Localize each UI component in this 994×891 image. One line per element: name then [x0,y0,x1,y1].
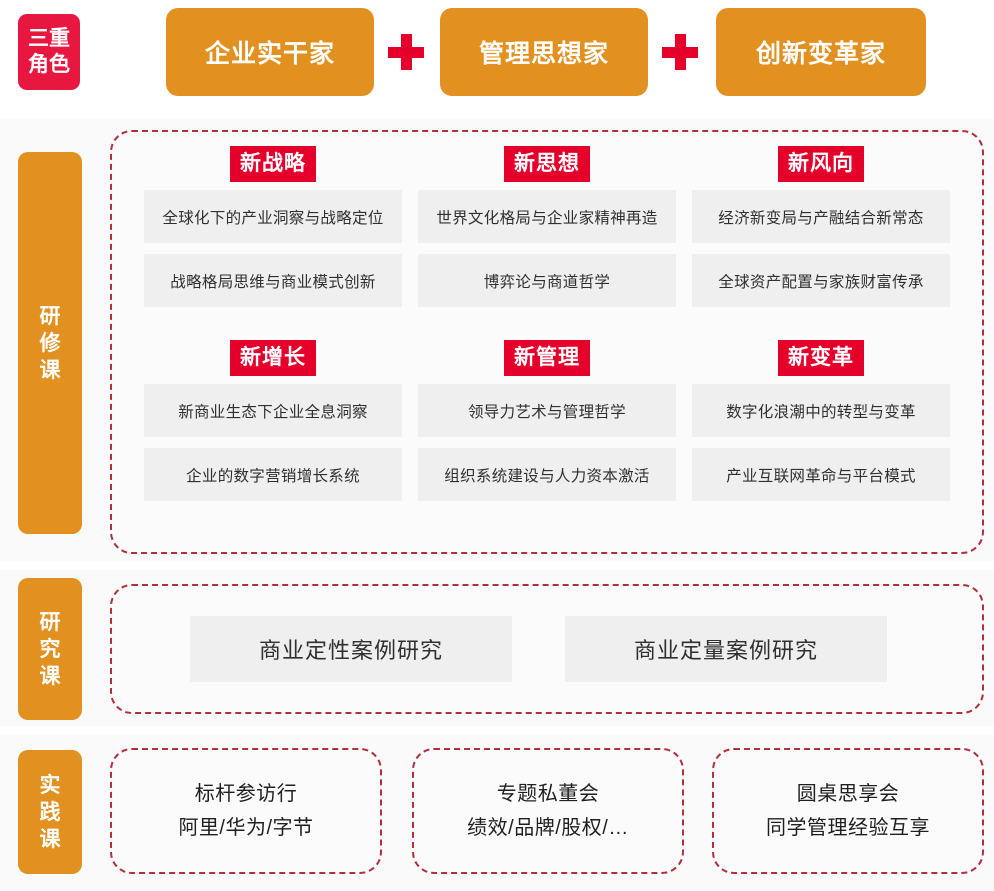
section-tab-research-courses[interactable]: 研 究 课 [18,578,82,720]
course-group-new-trend: 新风向 经济新变局与产融结合新常态 全球资产配置与家族财富传承 [692,146,950,318]
course-cell[interactable]: 博弈论与商道哲学 [418,254,676,307]
practice-card-roundtable[interactable]: 圆桌思享会 同学管理经验互享 [712,748,984,874]
section-practice-courses: 实 践 课 标杆参访行 阿里/华为/字节 专题私董会 绩效/品牌/股权/… 圆桌… [0,734,994,891]
section-tab-char-3: 课 [39,827,61,851]
practice-card-subtitle: 同学管理经验互享 [766,817,930,839]
course-group-tag-wrap: 新管理 [418,340,676,376]
course-cell[interactable]: 新商业生态下企业全息洞察 [144,384,402,437]
course-group-tag: 新变革 [778,340,864,376]
course-group-tag-wrap: 新思想 [418,146,676,182]
section-research-courses: 研 究 课 商业定性案例研究 商业定量案例研究 [0,570,994,726]
practice-card-title: 标杆参访行 [194,783,298,805]
course-cell[interactable]: 数字化浪潮中的转型与变革 [692,384,950,437]
course-group-new-management: 新管理 领导力艺术与管理哲学 组织系统建设与人力资本激活 [418,340,676,512]
course-group-tag-wrap: 新变革 [692,340,950,376]
role-box-entrepreneur-doer[interactable]: 企业实干家 [166,8,374,96]
practice-card-title: 专题私董会 [496,783,600,805]
section-tab-char-1: 研 [39,610,61,634]
course-cell[interactable]: 全球资产配置与家族财富传承 [692,254,950,307]
plus-icon [662,34,698,70]
triple-role-badge-line-2: 角色 [28,53,70,76]
research-courses-row: 商业定性案例研究 商业定量案例研究 [110,616,984,682]
course-cell[interactable]: 全球化下的产业洞察与战略定位 [144,190,402,243]
course-group-tag: 新风向 [778,146,864,182]
course-cell[interactable]: 领导力艺术与管理哲学 [418,384,676,437]
course-group-tag-wrap: 新风向 [692,146,950,182]
practice-card-title: 圆桌思享会 [796,783,900,805]
section-tab-char-2: 践 [39,800,61,824]
section-tab-char-2: 究 [39,637,61,661]
course-cell[interactable]: 经济新变局与产融结合新常态 [692,190,950,243]
research-cell-qualitative[interactable]: 商业定性案例研究 [190,616,512,682]
section-tab-study-courses[interactable]: 研 修 课 [18,152,82,534]
triple-role-badge-line-1: 三重 [28,27,70,50]
role-box-management-thinker[interactable]: 管理思想家 [440,8,648,96]
section-tab-char-3: 课 [39,664,61,688]
course-group-new-strategy: 新战略 全球化下的产业洞察与战略定位 战略格局思维与商业模式创新 [144,146,402,318]
course-cell[interactable]: 战略格局思维与商业模式创新 [144,254,402,307]
section-tab-char-1: 实 [39,773,61,797]
course-cell[interactable]: 产业互联网革命与平台模式 [692,448,950,501]
course-group-new-reform: 新变革 数字化浪潮中的转型与变革 产业互联网革命与平台模式 [692,340,950,512]
section-tab-char-2: 修 [39,331,61,355]
course-group-tag: 新战略 [230,146,316,182]
course-cell[interactable]: 组织系统建设与人力资本激活 [418,448,676,501]
course-group-tag: 新增长 [230,340,316,376]
research-cell-quantitative[interactable]: 商业定量案例研究 [565,616,887,682]
role-box-innovation-reformer[interactable]: 创新变革家 [716,8,926,96]
course-group-tag-wrap: 新增长 [144,340,402,376]
course-group-tag-wrap: 新战略 [144,146,402,182]
header-roles-row: 三重 角色 企业实干家 管理思想家 创新变革家 [0,0,994,110]
section-study-courses: 研 修 课 新战略 全球化下的产业洞察与战略定位 战略格局思维与商业模式创新 新… [0,118,994,562]
course-cell[interactable]: 企业的数字营销增长系统 [144,448,402,501]
triple-role-badge: 三重 角色 [18,14,80,90]
practice-card-private-board[interactable]: 专题私董会 绩效/品牌/股权/… [412,748,684,874]
section-tab-char-3: 课 [39,358,61,382]
course-cell[interactable]: 世界文化格局与企业家精神再造 [418,190,676,243]
course-group-tag: 新思想 [504,146,590,182]
practice-card-subtitle: 阿里/华为/字节 [178,817,314,839]
practice-card-benchmark-visit[interactable]: 标杆参访行 阿里/华为/字节 [110,748,382,874]
course-group-tag: 新管理 [504,340,590,376]
section-tab-practice-courses[interactable]: 实 践 课 [18,750,82,874]
course-group-new-growth: 新增长 新商业生态下企业全息洞察 企业的数字营销增长系统 [144,340,402,512]
plus-icon [388,34,424,70]
practice-card-subtitle: 绩效/品牌/股权/… [467,817,629,839]
course-group-new-thought: 新思想 世界文化格局与企业家精神再造 博弈论与商道哲学 [418,146,676,318]
section-tab-char-1: 研 [39,304,61,328]
